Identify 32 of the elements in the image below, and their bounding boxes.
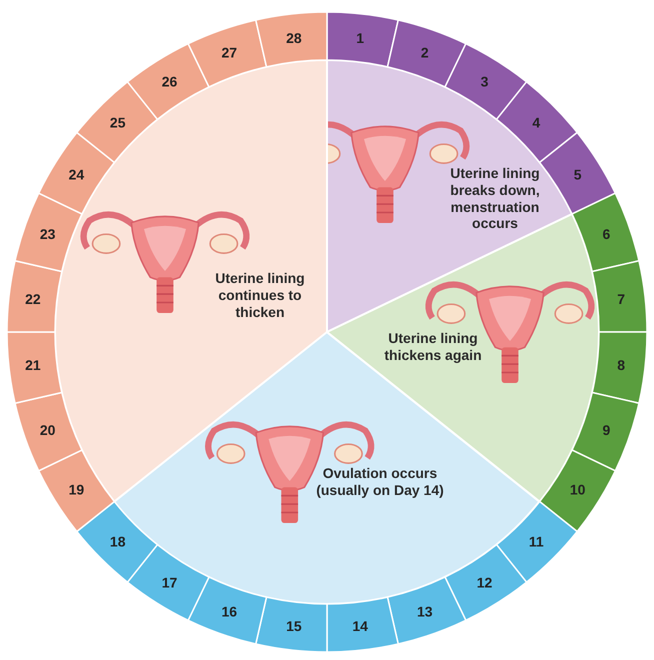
day-number: 25 [110, 114, 126, 131]
day-number: 11 [528, 533, 544, 550]
day-number: 23 [40, 226, 56, 242]
day-number: 5 [574, 166, 582, 183]
phase-description: Uterine lining breaks down, menstruation occurs [449, 165, 541, 232]
day-number: 3 [480, 73, 488, 90]
day-number: 2 [420, 44, 429, 61]
day-number: 16 [221, 603, 238, 620]
day-number: 26 [162, 73, 178, 90]
day-number: 17 [162, 574, 178, 591]
day-number: 19 [68, 481, 84, 498]
day-number: 7 [617, 290, 626, 307]
day-number: 28 [286, 30, 302, 46]
day-number: 15 [286, 618, 302, 634]
day-number: 24 [68, 166, 84, 183]
phase-description: Uterine lining thickens again [383, 330, 483, 364]
day-number: 1 [356, 30, 364, 46]
day-number: 20 [40, 422, 56, 438]
day-number: 27 [221, 44, 238, 61]
day-number: 6 [602, 226, 610, 242]
day-number: 12 [476, 574, 492, 591]
day-number: 13 [416, 603, 433, 620]
day-number: 21 [25, 357, 41, 374]
day-number: 10 [570, 481, 586, 498]
day-number: 22 [25, 290, 41, 307]
day-number: 18 [110, 533, 126, 550]
day-number: 14 [352, 618, 368, 634]
phase-description: Ovulation occurs (usually on Day 14) [315, 465, 445, 499]
day-number: 9 [602, 422, 610, 438]
phase-description: Uterine lining continues to thicken [214, 270, 306, 320]
day-number: 4 [532, 114, 540, 131]
day-number: 8 [617, 357, 626, 374]
